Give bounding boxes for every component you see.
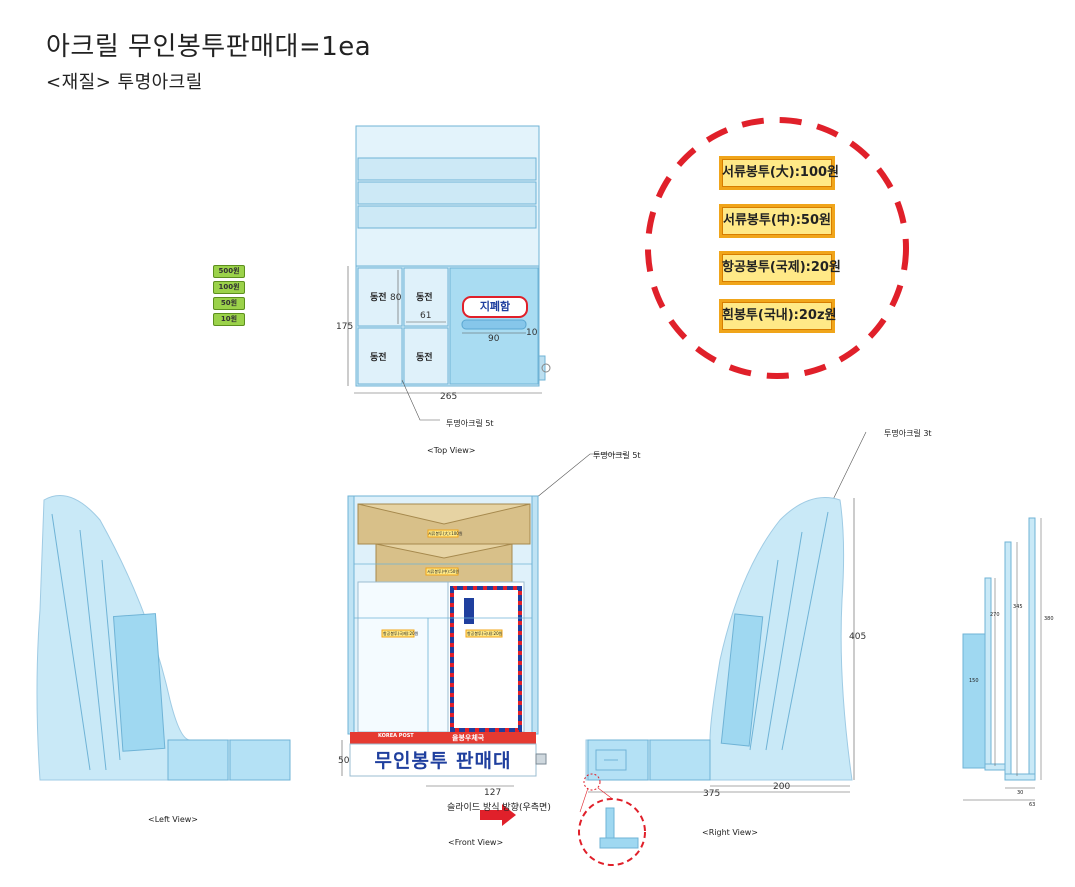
page-title: 아크릴 무인봉투판매대=1ea (46, 32, 372, 62)
price-tag-white-envelope: 흰봉투(국내):20z원 (719, 299, 837, 333)
top-material-note: 투명아크릴 5t (446, 419, 494, 428)
right-view-caption: <Right View> (702, 828, 758, 837)
top-dim-width: 265 (440, 392, 458, 402)
right-material-note: 투명아크릴 3t (884, 429, 932, 438)
left-view-drawing (36, 495, 291, 781)
right-dim-base: 375 (703, 789, 721, 799)
top-dim-depth: 175 (336, 322, 354, 332)
side-dim-63: 63 (1029, 802, 1036, 808)
top-dim-slot-h: 10 (526, 328, 538, 338)
slide-direction-note: 슬라이드 방식 방향(우측면) (447, 803, 551, 813)
side-dim-380: 380 (1044, 616, 1054, 622)
right-dim-partial: 200 (773, 782, 791, 792)
top-view-drawing (347, 125, 551, 421)
right-view-drawing (578, 431, 867, 866)
coin-chip-500: 500원 (213, 265, 245, 278)
price-tag-medium-envelope: 서류봉투(中):50원 (719, 204, 835, 238)
top-dim-compartment-h: 80 (390, 293, 402, 303)
coin-compartment-4: 동전 (416, 353, 433, 363)
front-dim-width: 127 (484, 788, 502, 798)
front-view-drawing (341, 453, 626, 826)
coin-chip-100: 100원 (213, 281, 245, 294)
bill-box-label: 지폐함 (462, 296, 528, 318)
coin-compartment-1: 동전 (370, 293, 387, 303)
left-view-caption: <Left View> (148, 815, 198, 824)
side-dim-345: 345 (1013, 604, 1023, 610)
top-dim-slot-w: 90 (488, 334, 500, 344)
sign-top-text: 을봉우체국 (452, 734, 485, 742)
price-tag-airmail: 항공봉투(국제):20원 (719, 251, 841, 285)
top-dim-compartment-w: 61 (420, 311, 432, 321)
front-view-caption: <Front View> (448, 838, 504, 847)
korea-post-brand: KOREA POST (378, 733, 414, 739)
right-dim-height: 405 (849, 632, 867, 642)
side-dim-30: 30 (1017, 790, 1024, 796)
top-view-caption: <Top View> (427, 446, 476, 455)
price-highlight-circle (645, 117, 909, 379)
front-mini-label-1: 서류봉투(大):100원 (428, 531, 463, 536)
front-dim-height: 50 (338, 756, 350, 766)
side-dim-150: 150 (969, 678, 979, 684)
sign-main-text: 무인봉투 판매대 (374, 750, 512, 772)
coin-chip-10: 10원 (213, 313, 245, 326)
front-mini-label-2: 서류봉투(中):50원 (427, 569, 459, 574)
price-tag-large-envelope: 서류봉투(大):100원 (719, 156, 839, 190)
side-section-drawing (962, 517, 1042, 801)
coin-compartment-2: 동전 (416, 293, 433, 303)
front-mini-label-4: 항공봉투(국내):20원 (467, 631, 503, 636)
coin-chip-50: 50원 (213, 297, 245, 310)
coin-compartment-3: 동전 (370, 353, 387, 363)
front-material-note: 투명아크릴 5t (593, 451, 641, 460)
side-dim-270: 270 (990, 612, 1000, 618)
front-mini-label-3: 항공봉투(국제):20원 (383, 631, 419, 636)
material-subtitle: <재질> 투명아크릴 (46, 72, 203, 93)
